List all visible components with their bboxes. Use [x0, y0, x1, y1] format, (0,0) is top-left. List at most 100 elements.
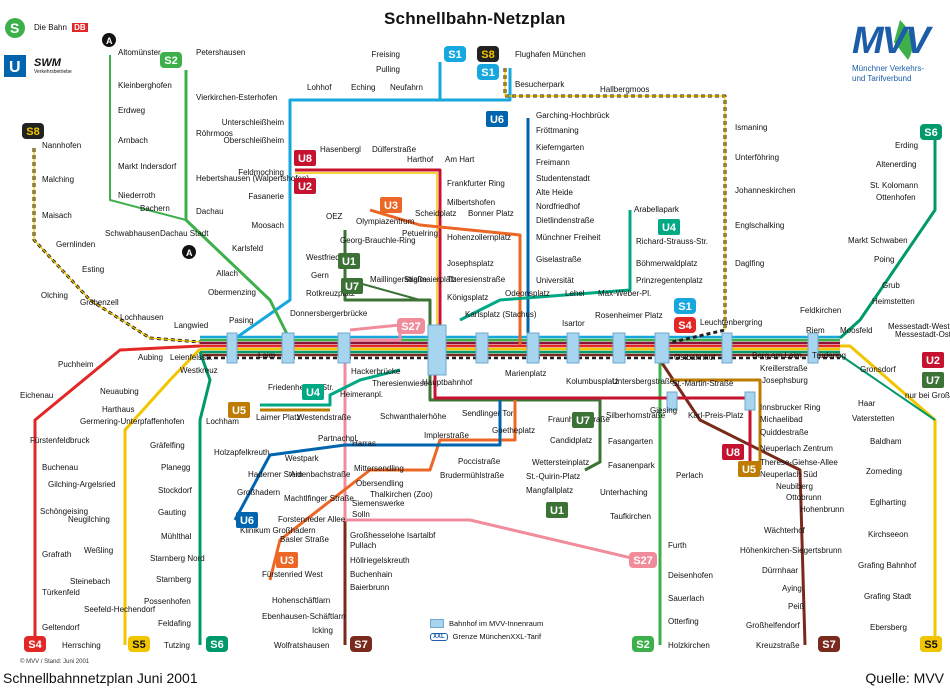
station-label: Eglharting: [870, 498, 906, 507]
line-badge-label: S27: [633, 555, 653, 567]
station-label: Bonner Platz: [468, 209, 514, 218]
line-badge-bg: [294, 150, 316, 166]
station-label: Frankfurter Ring: [447, 179, 505, 188]
station-label: Odeonsplatz: [505, 289, 550, 298]
station-label: Max-Weber-Pl.: [598, 289, 651, 298]
station-label: Silberhornstraße: [606, 411, 666, 420]
line-badge-s1: S1: [444, 46, 466, 62]
line-badge-u3: U3: [276, 552, 298, 568]
station-label: Haderner Stern: [248, 470, 303, 479]
station-label: Maisach: [42, 211, 72, 220]
station-label: Weßling: [84, 546, 113, 555]
ubahn-lines: [233, 118, 762, 581]
station-label: Petershausen: [196, 48, 245, 57]
station-label: Oberschleißheim: [224, 136, 285, 145]
station-label: Lochham: [206, 417, 239, 426]
line-s4-east: [840, 344, 937, 640]
station-label: Feldkirchen: [800, 306, 841, 315]
station-label: Pullach: [350, 541, 376, 550]
line-s6-se: [839, 354, 936, 421]
line-badge-label: S1: [481, 67, 494, 79]
station-label: Berg am Laim: [752, 351, 802, 360]
station-label: Aying: [782, 584, 802, 593]
station-label: Dachau: [196, 207, 224, 216]
caption: Schnellbahnnetzplan Juni 2001: [3, 670, 198, 686]
station-label: Johanneskirchen: [735, 186, 795, 195]
a-marker-letter-2: A: [186, 248, 193, 258]
station-label: Otterfing: [668, 617, 699, 626]
line-badge-bg: [922, 352, 944, 368]
station-label: Leienfelsstr.: [170, 353, 213, 362]
u7-note: nur bei Großmessen: [905, 391, 950, 400]
line-badge-s27: S27: [397, 318, 425, 334]
station-label: Furth: [668, 541, 687, 550]
station-label: Neubiberg: [776, 482, 813, 491]
station-label: Marienplatz: [505, 369, 546, 378]
station-label: Starnberg: [156, 575, 191, 584]
station-label: Lochhausen: [120, 313, 164, 322]
line-s5-west: [123, 347, 202, 645]
station-label: Alte Heide: [536, 188, 573, 197]
station-label: Flughafen München: [515, 50, 586, 59]
line-badge-bg: [486, 111, 508, 127]
line-u3-south: [268, 400, 517, 581]
line-badge-bg: [206, 636, 228, 652]
mvv-subtitle-1: Münchner Verkehrs-: [852, 64, 925, 73]
station-label: Unterföhring: [735, 153, 779, 162]
line-badge-bg: [22, 123, 44, 139]
station-label: Fürstenfeldbruck: [30, 436, 91, 445]
station-label: Niederroth: [118, 191, 155, 200]
station-label: Josephsburg: [762, 376, 808, 385]
station-label: Laim: [258, 351, 276, 360]
line-badge-label: U7: [345, 281, 359, 293]
station-label: Obersendling: [356, 479, 404, 488]
station-label: Höllriegelskreuth: [350, 556, 410, 565]
station-label: Ebenhausen-Schäftlarn: [262, 612, 346, 621]
station-label: Freimann: [536, 158, 570, 167]
swm-operator: SWM Verkehrsbetriebe: [34, 57, 72, 75]
map-title: Schnellbahn-Netzplan: [384, 9, 566, 28]
line-badge-label: U2: [926, 355, 940, 367]
station-label: Fasanenpark: [608, 461, 656, 470]
line-badge-s4: S4: [24, 636, 46, 652]
station-label: Dülferstraße: [372, 145, 417, 154]
line-badge-label: U4: [306, 387, 321, 399]
station-label: Stockdorf: [158, 486, 193, 495]
station-label: Puchheim: [58, 360, 94, 369]
station-label: Dürrnhaar: [762, 566, 798, 575]
station-label: Langwied: [174, 321, 208, 330]
stand-note: © MVV / Stand: Juni 2001: [20, 659, 90, 665]
line-badge-bg: [629, 552, 657, 568]
station-label: Eichenau: [20, 391, 53, 400]
station-label: OEZ: [326, 212, 343, 221]
station-label: Moosach: [252, 221, 284, 230]
station-label: Karlsfeld: [232, 244, 263, 253]
station-label: Giselastraße: [536, 255, 582, 264]
station-label: Partnachpl.: [318, 434, 358, 443]
station-label: Icking: [312, 626, 333, 635]
station-label: Fasanerie: [248, 192, 284, 201]
station-label: Kreillerstraße: [760, 364, 808, 373]
station-label: Hohenbrunn: [800, 505, 844, 514]
sbahn-logo: [5, 18, 25, 38]
station-label: Olympiazentrum: [356, 217, 415, 226]
station-label: Theresienstraße: [447, 275, 506, 284]
legend-innenraum: Bahnhof im MVV-Innenraum: [430, 617, 590, 630]
station-label: Westpark: [285, 454, 320, 463]
station-label: Universität: [536, 276, 575, 285]
station-label: Pulling: [376, 65, 400, 74]
station-label: Perlach: [676, 471, 703, 480]
line-badge-u1: U1: [546, 502, 568, 518]
station-label: Seefeld-Hechendorf: [84, 605, 156, 614]
station-label: Vaterstetten: [852, 414, 895, 423]
swm-subtitle: Verkehrsbetriebe: [34, 69, 72, 75]
line-u6-south: [233, 400, 502, 521]
line-badge-label: U3: [280, 555, 294, 567]
dachau-a-marker: [182, 245, 196, 259]
line-badge-label: S2: [164, 55, 177, 67]
station-label: Buchenau: [42, 463, 78, 472]
station-label: Böhmerwaldplatz: [636, 259, 697, 268]
db-logo-icon: DB: [72, 23, 88, 32]
station-label: Erding: [895, 141, 918, 150]
